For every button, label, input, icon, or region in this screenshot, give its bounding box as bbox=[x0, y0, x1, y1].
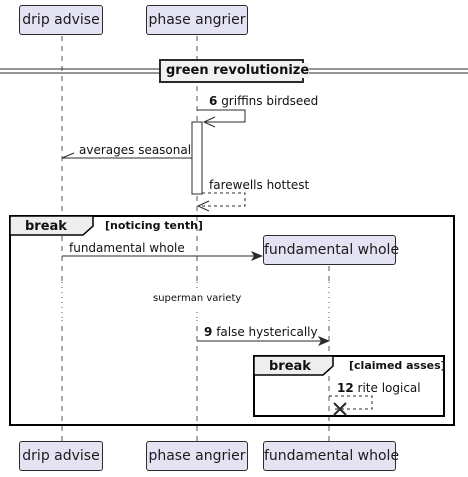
message-averages-label: averages seasonal bbox=[79, 143, 192, 157]
message-6-arrow bbox=[197, 109, 246, 123]
divider-label: green revolutionize bbox=[166, 63, 310, 78]
activation-bar bbox=[191, 121, 203, 195]
fragment-outer bbox=[9, 215, 455, 426]
message-9-number: 9 bbox=[204, 325, 213, 339]
message-12-label: 12 rite logical bbox=[337, 381, 421, 395]
message-6-label: 6 griffins birdseed bbox=[209, 94, 318, 108]
participant-top-drip-advise[interactable]: drip advise bbox=[19, 5, 103, 35]
message-farewells-head bbox=[196, 200, 210, 212]
fragment-inner-condition: [claimed asses] bbox=[349, 359, 446, 372]
participant-bottom-fundamental-whole[interactable]: fundamental whole bbox=[263, 441, 399, 471]
participant-bottom-drip-advise[interactable]: drip advise bbox=[19, 441, 103, 471]
destroy-icon bbox=[333, 402, 347, 416]
fragment-outer-tab bbox=[9, 215, 94, 236]
message-12-number: 12 bbox=[337, 381, 354, 395]
message-averages-head bbox=[61, 152, 75, 159]
message-farewells-arrow bbox=[198, 192, 246, 207]
participant-created-fundamental-whole[interactable]: fundamental whole bbox=[263, 235, 399, 265]
participant-top-phase-angrier[interactable]: phase angrier bbox=[146, 5, 248, 35]
message-farewells-label: farewells hottest bbox=[209, 178, 310, 192]
message-6-text: griffins birdseed bbox=[221, 94, 319, 108]
fragment-inner-keyword: break bbox=[269, 359, 311, 374]
fragment-outer-condition: [noticing tenth] bbox=[105, 219, 203, 232]
message-9-label: 9 false hysterically bbox=[204, 325, 318, 339]
fragment-inner-tab bbox=[253, 355, 334, 376]
message-create-label: fundamental whole bbox=[69, 241, 185, 255]
participant-bottom-phase-angrier[interactable]: phase angrier bbox=[146, 441, 248, 471]
message-6-number: 6 bbox=[209, 94, 218, 108]
message-9-text: false hysterically bbox=[216, 325, 318, 339]
delay-gap bbox=[0, 282, 468, 320]
fragment-inner bbox=[253, 355, 445, 417]
message-12-arrow bbox=[329, 395, 373, 410]
message-6-head bbox=[202, 116, 216, 128]
fragment-outer-keyword: break bbox=[25, 219, 67, 234]
message-12-text: rite logical bbox=[357, 381, 421, 395]
delay-label: superman variety bbox=[153, 293, 242, 304]
